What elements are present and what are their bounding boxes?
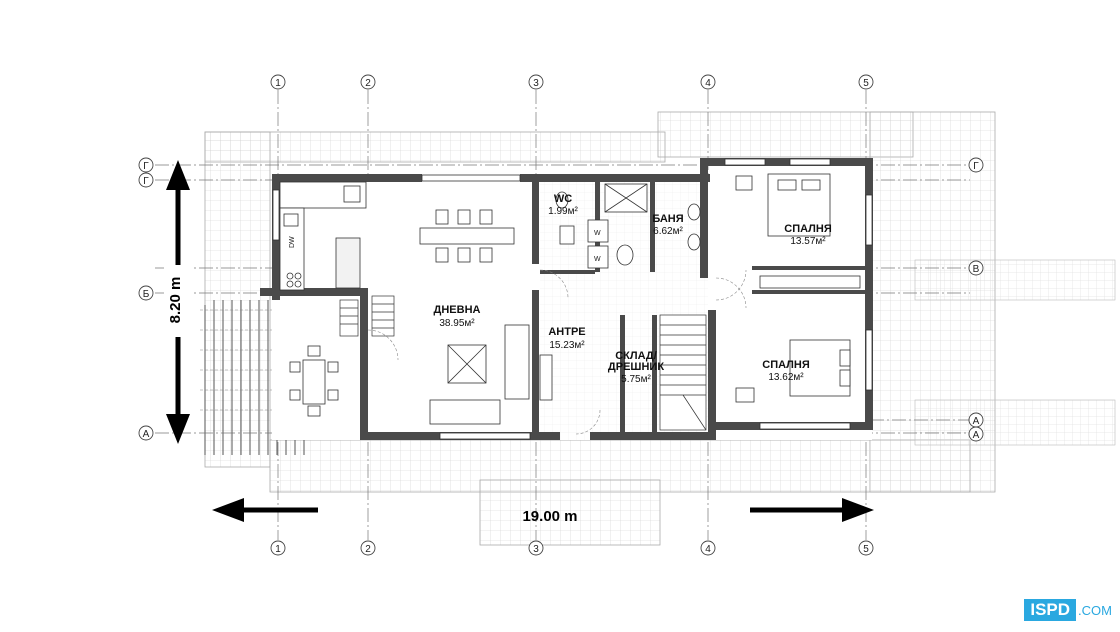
- width-dimension-label: 19.00 m: [522, 508, 577, 525]
- arrow-left-icon: [212, 498, 244, 522]
- axis-label-1: 1: [275, 78, 281, 89]
- axis-label-5: 5: [863, 78, 869, 89]
- arrow-down-icon: [166, 414, 190, 444]
- room-bedroom2-name: СПАЛНЯ: [762, 359, 810, 371]
- axis-markers-left: Г Г Б А: [138, 157, 154, 441]
- washer-label-2: W: [594, 256, 601, 263]
- axis-markers-bottom: 1 2 3 4 5: [270, 540, 874, 556]
- door-swings: [367, 269, 747, 435]
- washer-label-1: W: [594, 230, 601, 237]
- kitchen: [279, 181, 367, 291]
- room-labels: WC 1.99м² БАНЯ 6.62м² СПАЛНЯ 13.57м² ДНЕ…: [434, 193, 832, 385]
- room-wc-area: 1.99м²: [548, 206, 578, 217]
- axis-label-a1-right: А: [973, 416, 980, 427]
- windows: [272, 158, 873, 440]
- axis-label-a-left: А: [143, 429, 150, 440]
- bedroom-furniture: [735, 173, 861, 403]
- logo-mark: ISPD: [1024, 599, 1077, 621]
- room-bath-area: 6.62м²: [653, 226, 683, 237]
- room-wc-name: WC: [554, 193, 572, 205]
- stairs-main: [659, 314, 707, 431]
- axis-label-g2-left: Г: [143, 176, 149, 187]
- axis-label-4-bottom: 4: [705, 544, 711, 555]
- room-hall-area: 15.23м²: [549, 340, 585, 351]
- axis-label-2: 2: [365, 78, 371, 89]
- dishwasher-label: DW: [289, 236, 296, 248]
- axis-label-v-right: В: [973, 264, 980, 275]
- axis-label-3-bottom: 3: [533, 544, 539, 555]
- room-bath-name: БАНЯ: [652, 213, 683, 225]
- axis-label-a2-right: А: [973, 430, 980, 441]
- height-dimension: 8.20 m: [164, 160, 192, 444]
- room-bedroom2-area: 13.62м²: [768, 372, 804, 383]
- arrow-right-icon: [842, 498, 874, 522]
- axis-label-1-bottom: 1: [275, 544, 281, 555]
- axis-label-4: 4: [705, 78, 711, 89]
- axis-label-g1-right: Г: [973, 161, 979, 172]
- axis-markers-top: 1 2 3 4 5: [270, 74, 874, 90]
- site-logo: ISPD .COM: [1024, 598, 1112, 622]
- logo-domain: .COM: [1078, 602, 1112, 618]
- room-hall-name: АНТРЕ: [548, 326, 585, 338]
- stairs-living: [339, 295, 395, 337]
- paving-grid: [200, 111, 1116, 546]
- terrace-table: [289, 345, 339, 417]
- room-living-name: ДНЕВНА: [434, 304, 481, 316]
- room-storage-name-line2: ДРЕШНИК: [608, 361, 664, 373]
- room-living-area: 38.95м²: [439, 318, 475, 329]
- width-dimension: 19.00 m: [212, 498, 874, 525]
- axis-label-5-bottom: 5: [863, 544, 869, 555]
- axis-label-3: 3: [533, 78, 539, 89]
- axis-label-g1-left: Г: [143, 161, 149, 172]
- dining-table: [419, 209, 515, 263]
- room-storage-area: 5.75м²: [621, 374, 651, 385]
- axis-markers-right: Г В А А: [968, 157, 984, 442]
- room-bedroom1-name: СПАЛНЯ: [784, 223, 832, 235]
- living-furniture: [429, 324, 553, 425]
- bathroom-fixtures: [555, 183, 701, 269]
- axis-label-b-left: Б: [143, 289, 150, 300]
- axis-label-2-bottom: 2: [365, 544, 371, 555]
- room-storage-name-line1: СКЛАД/: [615, 350, 657, 362]
- height-dimension-label: 8.20 m: [167, 277, 184, 324]
- arrow-up-icon: [166, 160, 190, 190]
- room-bedroom1-area: 13.57м²: [790, 236, 826, 247]
